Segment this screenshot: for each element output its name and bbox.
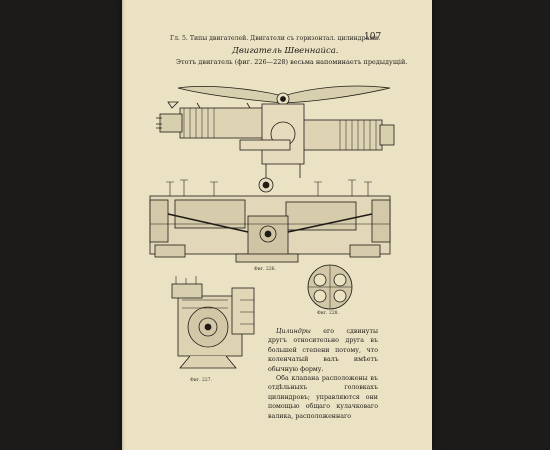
section-title: Двигатель Швеннайса. bbox=[232, 46, 339, 56]
figure-228-cylinder-cross-section bbox=[307, 264, 353, 310]
lead-sentence: Этотъ двигатель (фиг. 226—228) весьма на… bbox=[176, 58, 408, 66]
paragraph-1-text: его сдвинуты другъ относительно друга въ… bbox=[268, 328, 378, 373]
paragraph-1: Цилиндры его сдвинуты другъ относительно… bbox=[268, 327, 378, 374]
figure-227-engine-end-view bbox=[171, 276, 255, 369]
caption-fig-227: Фиг. 227. bbox=[190, 378, 212, 383]
paragraph-1-italic: Цилиндры bbox=[276, 328, 311, 335]
body-text: Цилиндры его сдвинуты другъ относительно… bbox=[268, 327, 378, 421]
page-number: 107 bbox=[364, 32, 382, 42]
figure-226-engine-plan bbox=[156, 85, 395, 178]
caption-fig-228: Фиг. 228. bbox=[317, 311, 339, 316]
figure-226-engine-section bbox=[149, 177, 391, 263]
caption-fig-226: Фиг. 226. bbox=[254, 267, 276, 272]
running-header: Гл. 5. Типы двигателей. Двигатели съ гор… bbox=[170, 35, 381, 42]
paragraph-2: Оба клапана расположены въ отдѣльныхъ го… bbox=[268, 375, 378, 420]
engine-drawings bbox=[149, 85, 395, 369]
